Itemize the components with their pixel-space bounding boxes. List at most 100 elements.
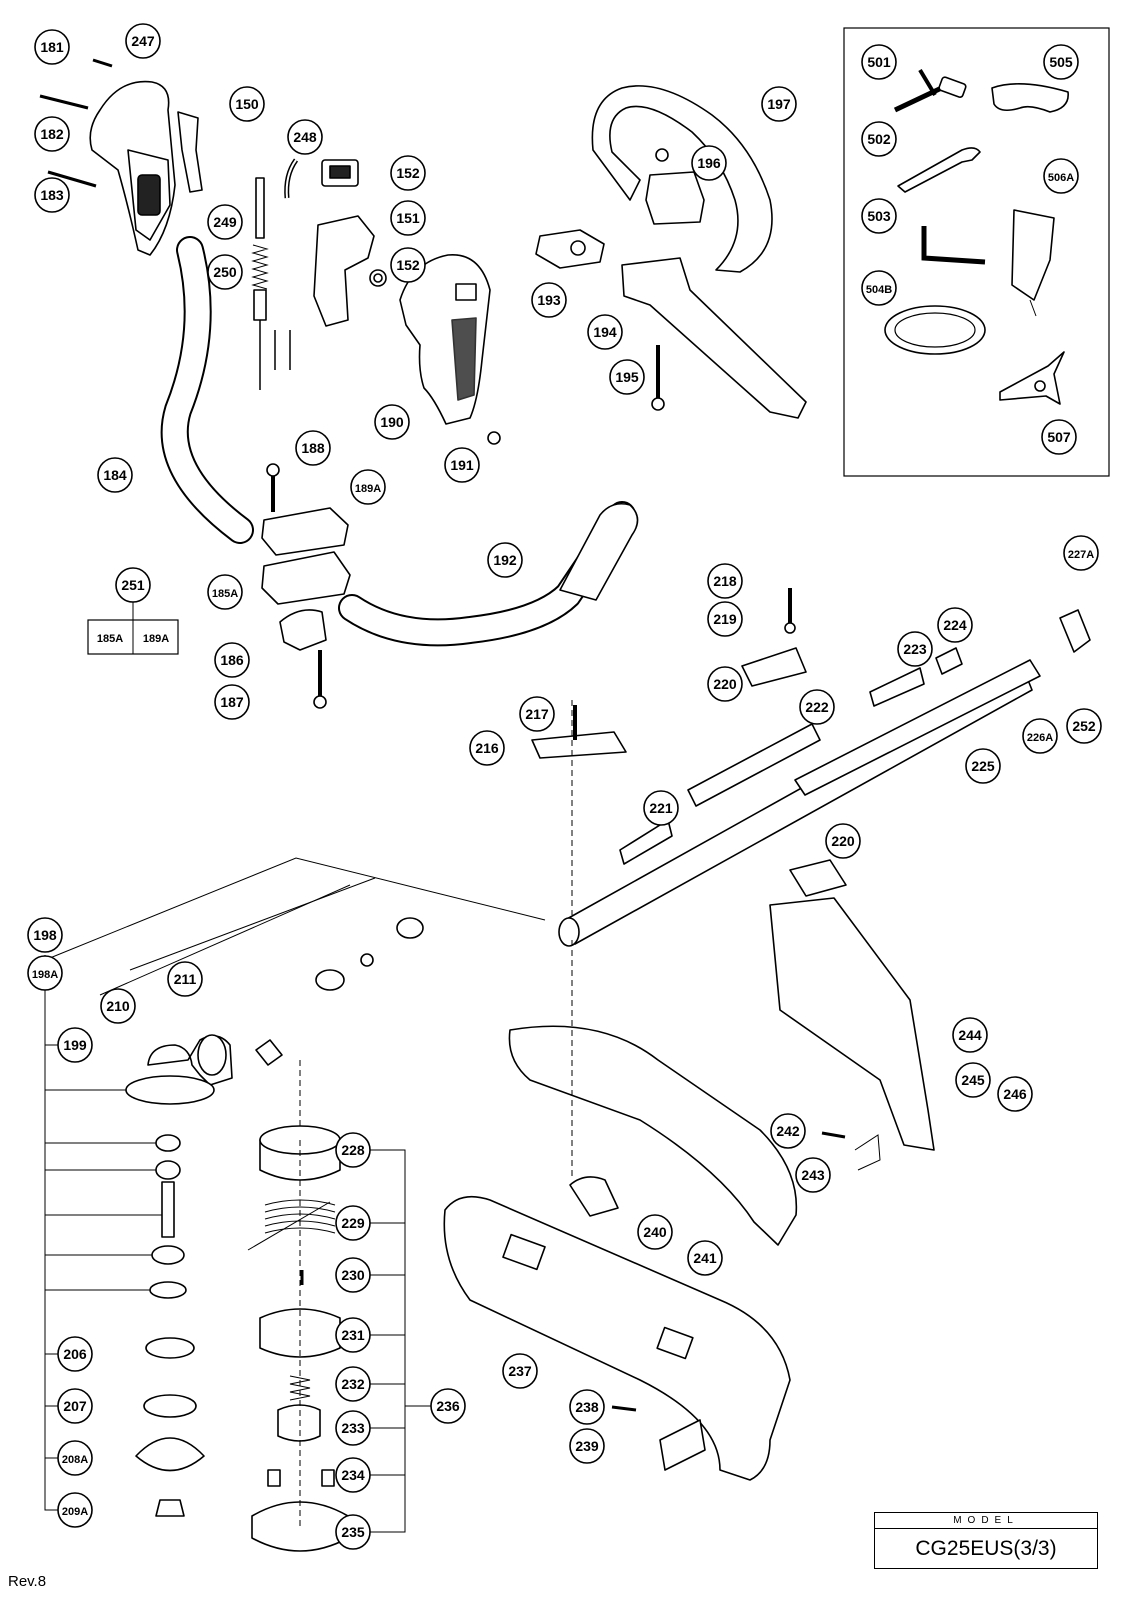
loop-handle-197 (591, 85, 773, 273)
callout-label: 183 (40, 187, 64, 203)
gear-case-199 (125, 1034, 233, 1105)
callout-222: 222 (799, 689, 835, 725)
callout-label: 192 (493, 552, 517, 568)
bolt-195 (651, 345, 665, 411)
callout-label: 504B (866, 284, 892, 296)
callout-243: 243 (795, 1157, 831, 1193)
callout-label: 181 (40, 39, 64, 55)
callout-label: 503 (867, 208, 891, 224)
callout-251: 251 (115, 567, 151, 603)
callout-152: 152 (390, 247, 426, 283)
callout-241: 241 (687, 1240, 723, 1276)
band-224 (935, 647, 963, 675)
kit-box-label-2: 189A (143, 633, 169, 645)
bolt-187-188 (266, 463, 327, 709)
callout-label: 501 (867, 54, 891, 70)
callout-252: 252 (1066, 708, 1102, 744)
callout-206: 206 (57, 1336, 93, 1372)
drive-shaft-225 (794, 659, 1041, 796)
handle-clamp-189A (261, 507, 349, 556)
callout-238: 238 (569, 1389, 605, 1425)
callout-185A: 185A (207, 574, 243, 610)
callout-231: 231 (335, 1317, 371, 1353)
callout-225: 225 (965, 748, 1001, 784)
callout-label: 182 (40, 126, 64, 142)
callout-label: 185A (212, 588, 238, 600)
callout-label: 184 (103, 467, 127, 483)
callout-224: 224 (937, 607, 973, 643)
model-code: CG25EUS(3/3) (915, 1537, 1057, 1560)
bracket-194 (621, 257, 807, 419)
callout-196: 196 (691, 145, 727, 181)
callout-label: 188 (301, 440, 325, 456)
callout-199: 199 (57, 1027, 93, 1063)
callout-502: 502 (861, 121, 897, 157)
guard-237 (443, 1195, 791, 1481)
callout-230: 230 (335, 1257, 371, 1293)
callout-label: 208A (62, 1454, 88, 1466)
callout-221: 221 (643, 790, 679, 826)
callout-label: 252 (1072, 718, 1096, 734)
liner-222 (687, 723, 821, 807)
callout-label: 228 (341, 1142, 365, 1158)
callout-220: 220 (707, 666, 743, 702)
callout-label: 189A (355, 483, 381, 495)
callout-label: 152 (396, 257, 420, 273)
callout-207: 207 (57, 1388, 93, 1424)
callout-242: 242 (770, 1113, 806, 1149)
clamp-220-lower (789, 859, 847, 897)
callout-217: 217 (519, 696, 555, 732)
callout-label: 150 (235, 96, 259, 112)
callout-label: 234 (341, 1467, 365, 1483)
callout-504B: 504B (861, 270, 897, 306)
callout-182: 182 (34, 116, 70, 152)
callout-187: 187 (214, 684, 250, 720)
callout-label: 199 (63, 1037, 87, 1053)
callout-249: 249 (207, 204, 243, 240)
callout-label: 229 (341, 1215, 365, 1231)
callout-label: 507 (1047, 429, 1071, 445)
callout-152: 152 (390, 155, 426, 191)
callout-198: 198 (27, 917, 63, 953)
callout-197: 197 (761, 86, 797, 122)
callout-189A: 189A (350, 469, 386, 505)
callout-label: 249 (213, 214, 237, 230)
callout-label: 221 (649, 800, 673, 816)
callout-label: 191 (450, 457, 474, 473)
callout-192: 192 (487, 542, 523, 578)
callout-label: 197 (767, 96, 791, 112)
callout-label: 238 (575, 1399, 599, 1415)
callout-label: 190 (380, 414, 404, 430)
callout-232: 232 (335, 1366, 371, 1402)
bracket-216-217 (531, 705, 627, 759)
callout-507: 507 (1041, 419, 1077, 455)
callout-190: 190 (374, 404, 410, 440)
handlebar-192 (338, 501, 639, 647)
callout-label: 246 (1003, 1086, 1027, 1102)
ring-504B (884, 305, 986, 355)
callout-505: 505 (1043, 44, 1079, 80)
box-wrench-501 (893, 68, 967, 113)
callout-184: 184 (97, 457, 133, 493)
callout-label: 243 (801, 1167, 825, 1183)
callout-233: 233 (335, 1410, 371, 1446)
callout-234: 234 (335, 1457, 371, 1493)
callout-label: 505 (1049, 54, 1073, 70)
callout-label: 222 (805, 699, 829, 715)
callout-label: 245 (961, 1072, 985, 1088)
callout-220: 220 (825, 823, 861, 859)
holster-506A (1011, 209, 1055, 317)
callout-244: 244 (952, 1017, 988, 1053)
kit-box-label-1: 185A (97, 633, 123, 645)
callout-240: 240 (637, 1214, 673, 1250)
callout-209A: 209A (57, 1492, 93, 1528)
callout-label: 152 (396, 165, 420, 181)
clamp-186 (279, 609, 327, 651)
callout-label: 220 (713, 676, 737, 692)
callout-193: 193 (531, 282, 567, 318)
callout-label: 250 (213, 264, 237, 280)
callout-191: 191 (444, 447, 480, 483)
callout-245: 245 (955, 1062, 991, 1098)
callout-194: 194 (587, 314, 623, 350)
revision-label: Rev.8 (8, 1573, 47, 1590)
